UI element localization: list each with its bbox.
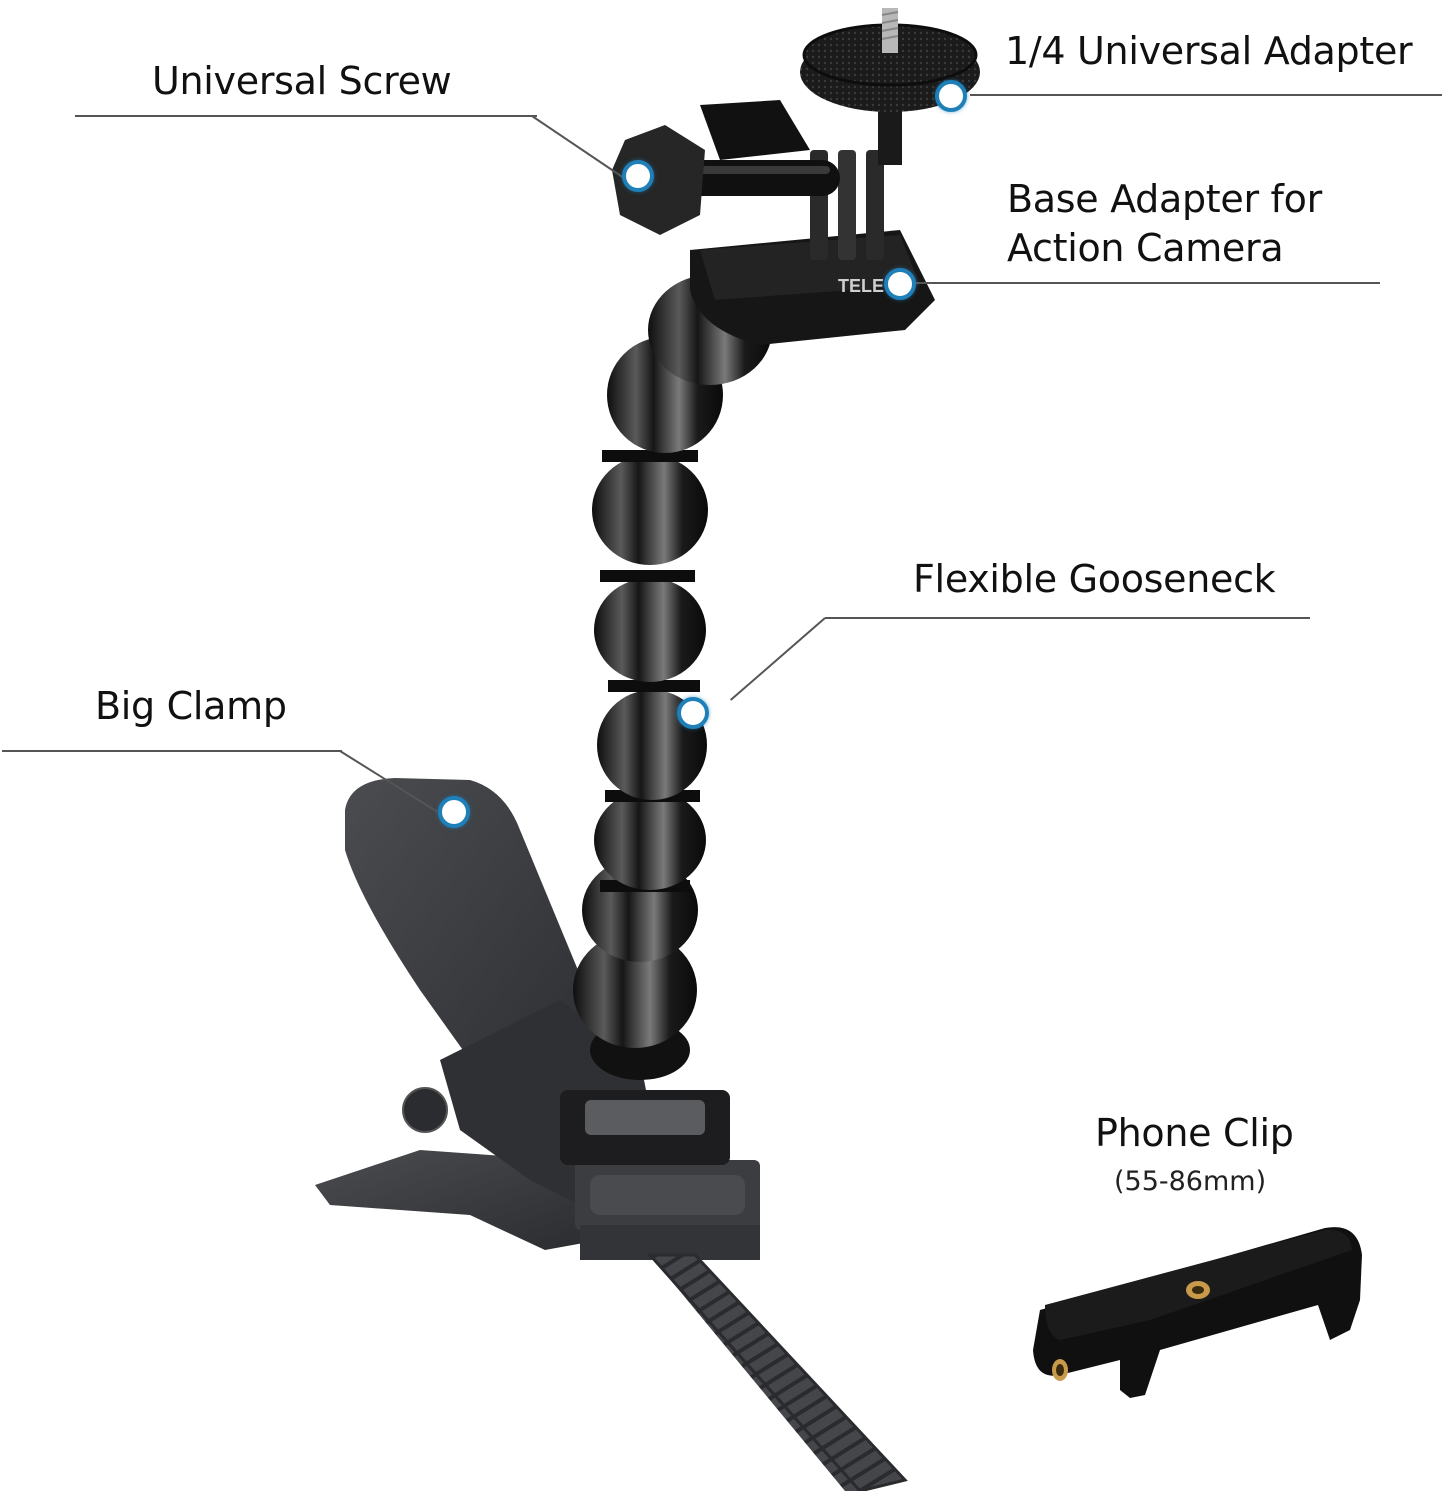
phone-clip-size-range: (55-86mm) (1114, 1166, 1267, 1197)
gooseneck-callout-line (825, 617, 1310, 619)
big-clamp-marker (438, 796, 470, 828)
big-clamp-label: Big Clamp (95, 684, 287, 728)
brand-mark: TELE (838, 276, 884, 296)
phone-clip-title: Phone Clip (1095, 1111, 1294, 1155)
gooseneck-marker (677, 697, 709, 729)
quarter-inch-adapter-callout-line (970, 94, 1442, 96)
phone-clip-illustration (1033, 1227, 1362, 1398)
universal-screw-callout-line (75, 115, 537, 117)
base-adapter-callout-line (915, 282, 1380, 284)
base-adapter-label-line1: Base Adapter for (1007, 177, 1322, 221)
gooseneck-illustration (573, 275, 772, 1080)
quarter-inch-adapter-marker (935, 80, 967, 112)
universal-screw-marker (622, 160, 654, 192)
base-adapter-label-line2: Action Camera (1007, 226, 1284, 270)
quarter-inch-adapter-label: 1/4 Universal Adapter (1005, 29, 1413, 73)
big-clamp-callout-line (2, 750, 342, 752)
base-adapter-marker (884, 268, 916, 300)
universal-screw-label: Universal Screw (152, 59, 452, 103)
base-adapter-illustration: TELE (612, 100, 935, 345)
gooseneck-label: Flexible Gooseneck (913, 557, 1276, 601)
